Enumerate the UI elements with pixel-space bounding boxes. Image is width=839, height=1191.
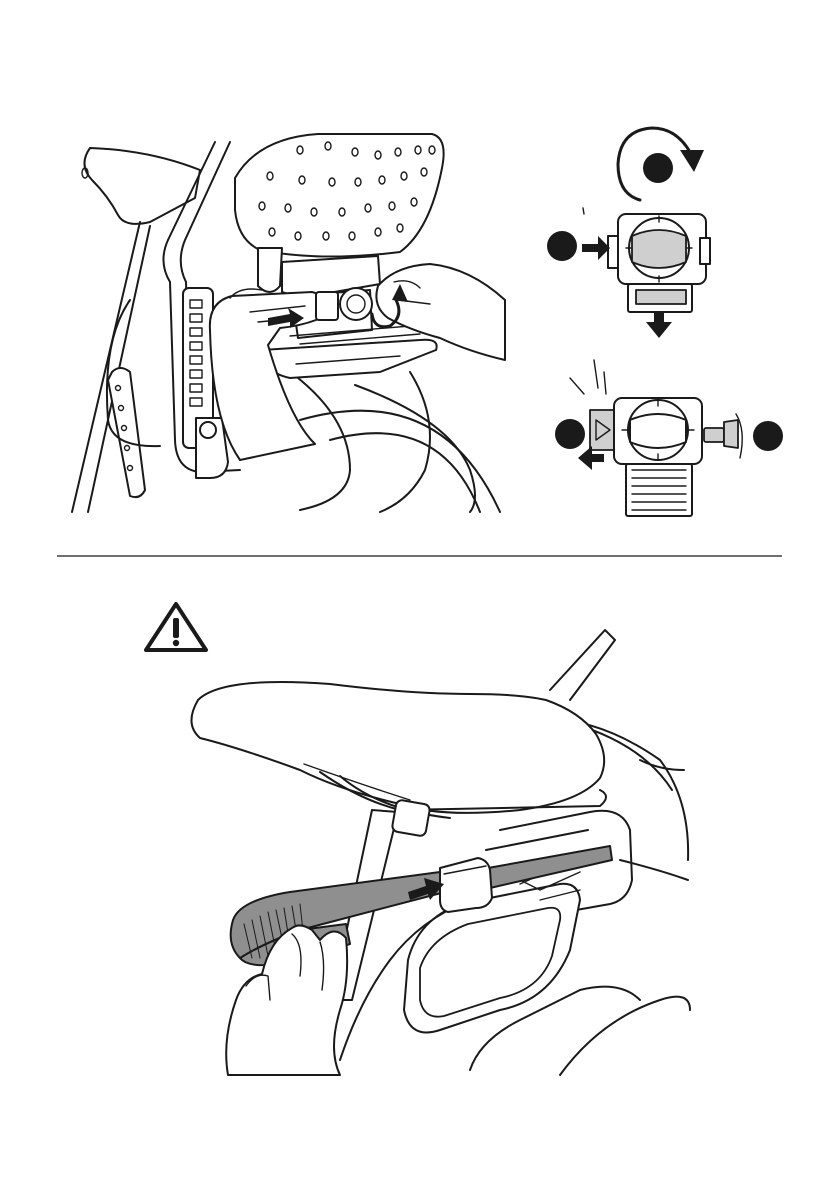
step-marker-4 xyxy=(753,421,783,451)
motion-lines xyxy=(570,360,606,394)
rear-wheel xyxy=(300,411,500,512)
figure-strap-buckle xyxy=(191,630,690,1075)
frame-tube xyxy=(550,630,615,700)
lock-housing-1 xyxy=(608,214,710,338)
step-marker-2 xyxy=(547,231,577,261)
push-arrow-icon-2 xyxy=(582,236,610,260)
figure-seat-bracket xyxy=(72,134,505,512)
locking-knob xyxy=(340,288,372,320)
release-button xyxy=(316,292,338,320)
warning-triangle-icon xyxy=(146,604,206,650)
lock-housing-2 xyxy=(590,398,742,516)
saddle xyxy=(191,682,604,813)
figure-lock-steps xyxy=(547,128,783,516)
child-seat-shell xyxy=(235,134,444,257)
bike-saddle xyxy=(84,148,200,224)
step-marker-1 xyxy=(643,153,673,183)
step-marker-3 xyxy=(555,419,585,449)
